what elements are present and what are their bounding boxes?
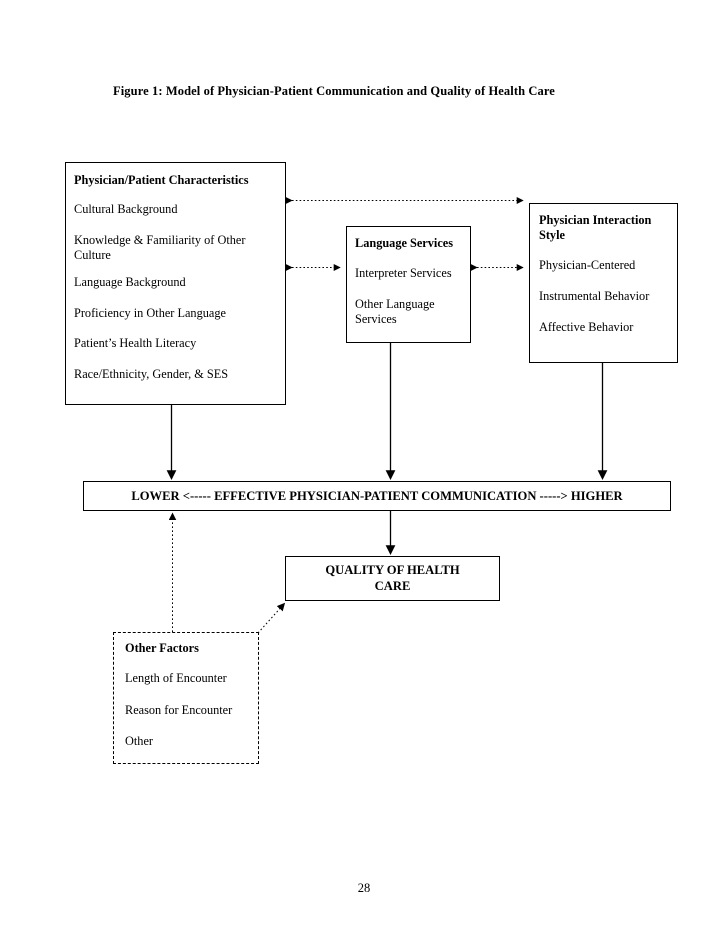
box-item-knowledge-familiarity: Knowledge & Familiarity of Other Culture (74, 232, 246, 263)
box-language-services: Language Services Interpreter Services O… (346, 226, 471, 343)
box-item-proficiency-other-language: Proficiency in Other Language (74, 305, 226, 320)
box-item-reason-for-encounter: Reason for Encounter (125, 702, 233, 717)
box-item-language-background: Language Background (74, 275, 186, 290)
box-heading: Language Services (355, 236, 454, 250)
box-item-physician-centered: Physician-Centered (539, 257, 636, 272)
quality-box-label: QUALITY OF HEALTH CARE (325, 563, 459, 594)
box-item-other: Other (125, 734, 153, 749)
box-heading: Physician/Patient Characteristics (74, 173, 249, 187)
box-item-instrumental-behavior: Instrumental Behavior (539, 289, 650, 304)
box-item-cultural-background: Cultural Background (74, 202, 178, 217)
box-item-interpreter-services: Interpreter Services (355, 266, 452, 281)
page-title: Figure 1: Model of Physician-Patient Com… (113, 84, 555, 98)
box-physician-patient-characteristics: Physician/Patient Characteristics Cultur… (65, 162, 286, 405)
box-heading: Physician Interaction Style (539, 213, 652, 243)
page-number: 28 (357, 881, 371, 895)
box-item-race-ethnicity-gender-ses: Race/Ethnicity, Gender, & SES (74, 366, 229, 381)
box-heading: Other Factors (125, 641, 199, 655)
quality-line-1: QUALITY OF HEALTH (325, 562, 460, 577)
box-physician-interaction-style: Physician Interaction Style Physician-Ce… (529, 203, 678, 363)
box-item-length-of-encounter: Length of Encounter (125, 671, 227, 686)
box-item-health-literacy: Patient’s Health Literacy (74, 336, 197, 351)
box-other-factors: Other Factors Length of Encounter Reason… (113, 632, 259, 764)
quality-line-2: CARE (374, 578, 411, 593)
box-item-other-language-services: Other Language Services (355, 296, 435, 327)
box-item-affective-behavior: Affective Behavior (539, 320, 634, 335)
communication-spectrum-label: LOWER <----- EFFECTIVE PHYSICIAN-PATIENT… (131, 488, 623, 503)
arrow-other-factors-to-quality (257, 602, 286, 634)
communication-spectrum-bar: LOWER <----- EFFECTIVE PHYSICIAN-PATIENT… (83, 481, 671, 511)
box-quality-of-health-care: QUALITY OF HEALTH CARE (285, 556, 500, 601)
